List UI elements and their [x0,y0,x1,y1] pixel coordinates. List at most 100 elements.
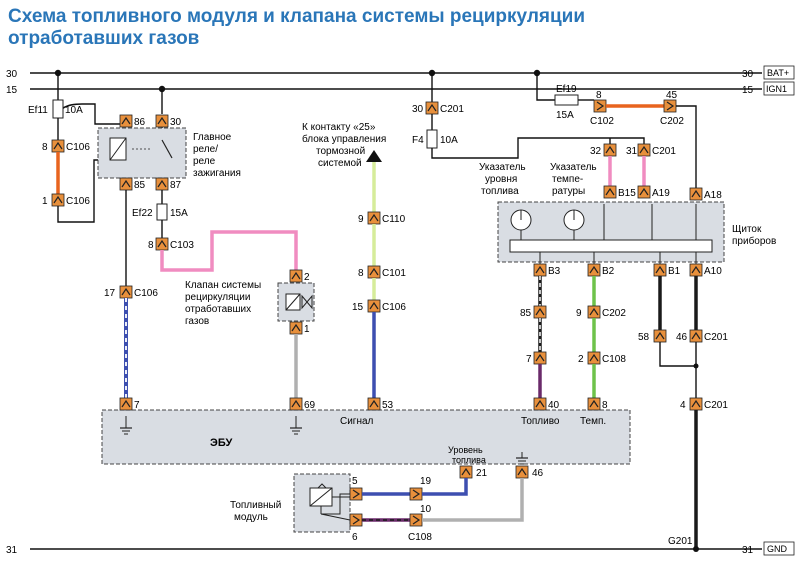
rail-ign: 15 15 IGN1 [6,81,795,96]
ecu: ЭБУ Сигнал Топливо Темп. [101,409,631,465]
svg-text:A18: A18 [704,190,722,201]
ground-g201-label: G201 [668,536,693,547]
fuel-module-pin-5: 5 [349,476,363,501]
brake-signal-note: К контакту «25» блока управления тормозн… [302,122,386,169]
connector-c101-8: 8 C101 [358,265,406,279]
relay-pin-86: 86 [119,114,146,128]
ecu-fuel-level-label-1: Уровень [448,445,483,455]
svg-text:B2: B2 [602,266,615,277]
diagram-title-line1: Схема топливного модуля и клапана систем… [8,6,586,27]
temp-gauge-label-2: темпе- [552,174,583,185]
fuel-module-pin-6: 6 [349,513,363,543]
cluster-pin-b3: B3 [533,263,561,277]
main-relay-label-4: зажигания [193,168,241,179]
connector-c202-85: 85 [520,305,547,319]
cluster-pin-b2: B2 [587,263,615,277]
egr-valve-label-1: Клапан системы [185,280,261,291]
svg-text:C201: C201 [704,332,728,343]
relay-pin-87: 87 [155,177,182,191]
fuse-f4: F4 10A [412,129,458,149]
svg-text:4: 4 [680,400,686,411]
svg-text:85: 85 [134,180,146,191]
svg-text:5: 5 [352,476,358,487]
instrument-cluster: Щиток приборов Указатель уровня топлива … [479,162,776,263]
connector-c106-8-name: C106 [66,142,90,153]
svg-text:2: 2 [304,272,310,283]
svg-text:A10: A10 [704,266,722,277]
connector-c108-2: 2 C108 [578,351,626,365]
svg-text:9: 9 [358,214,364,225]
egr-valve-label-2: рециркуляции [185,292,250,303]
connector-c110-9: 9 C110 [358,211,406,225]
svg-text:46: 46 [532,468,544,479]
connector-c106-1-name: C106 [66,196,90,207]
connector-c102-8: 8 C102 [590,90,614,127]
connector-c106-15: 15 C106 [352,299,406,313]
egr-valve-label-4: газов [185,316,209,327]
svg-text:C102: C102 [590,116,614,127]
temp-gauge-label-3: ратуры [552,186,585,197]
svg-text:58: 58 [638,332,650,343]
connector-c202-45: 45 C202 [660,90,684,127]
connector-c201-58: 58 [638,329,667,343]
rail-bat-label: BAT+ [767,68,789,78]
fuse-ef22-amp: 15A [170,208,188,219]
cluster-label-2: приборов [732,235,776,247]
cluster-pin-a19: A19 [637,185,670,199]
svg-text:C108: C108 [602,354,626,365]
svg-text:C103: C103 [170,240,194,251]
ecu-temp-label: Темп. [580,416,606,427]
svg-text:30: 30 [170,117,182,128]
egr-pin-1: 1 [289,321,310,335]
connector-c108-7: 7 [526,351,547,365]
main-relay: Главное реле/ реле зажигания [97,127,241,179]
rail-ign-label: IGN1 [766,84,787,94]
svg-text:10: 10 [420,504,432,515]
fuel-gauge-label-3: топлива [481,186,519,197]
cluster-pin-a18: A18 [689,187,722,201]
fuse-f4-label: F4 [412,135,424,146]
fuse-ef19-amp: 15A [556,110,574,121]
ecu-pin-40: 40 [533,397,560,411]
svg-text:30: 30 [412,104,424,115]
svg-text:8: 8 [602,400,608,411]
fuse-ef19: Ef19 15A [554,84,579,121]
connector-c202-9: 9 C202 [576,305,626,319]
svg-text:53: 53 [382,400,394,411]
connector-c106-8-pin: 8 [42,142,48,153]
fuse-ef22-label: Ef22 [132,208,153,219]
rail-gnd: 31 31 GND [6,541,795,556]
connector-c108-10: 10 C108 [408,504,432,543]
svg-text:87: 87 [170,180,182,191]
ecu-pin-7: 7 [119,397,140,411]
ecu-pin-53: 53 [367,397,394,411]
connector-c106-1-pin: 1 [42,196,48,207]
svg-text:A19: A19 [652,188,670,199]
ecu-pin-8: 8 [587,397,608,411]
connector-c106-17: 17 C106 [104,285,158,299]
connector-c201-32: 32 [590,143,617,157]
fuse-ef11-label: Ef11 [28,105,48,116]
diagram-title: Схема топливного модуля и клапана систем… [8,6,748,50]
ecu-pin-46: 46 [515,465,544,479]
ecu-label: ЭБУ [210,437,232,449]
svg-text:C106: C106 [134,288,158,299]
svg-text:7: 7 [526,354,532,365]
connector-c201-4: 4 C201 [680,397,728,411]
connector-c201-31: 31 C201 [626,143,676,157]
egr-pin-2: 2 [289,269,310,283]
svg-text:B15: B15 [618,188,636,199]
svg-text:17: 17 [104,288,116,299]
fuel-module: Топливный модуль [230,473,351,533]
svg-text:C201: C201 [704,400,728,411]
connector-c106-8: 8 C106 [42,139,90,153]
egr-valve-label-3: отработавших [185,303,251,315]
svg-text:15: 15 [352,302,364,313]
svg-text:C110: C110 [382,214,406,225]
diagram-title-line2: отработавших газов [8,28,200,49]
wire-grey-fuel-gnd [422,478,524,522]
svg-text:7: 7 [134,400,140,411]
svg-text:31: 31 [626,146,638,157]
fuel-gauge-icon [510,209,532,231]
